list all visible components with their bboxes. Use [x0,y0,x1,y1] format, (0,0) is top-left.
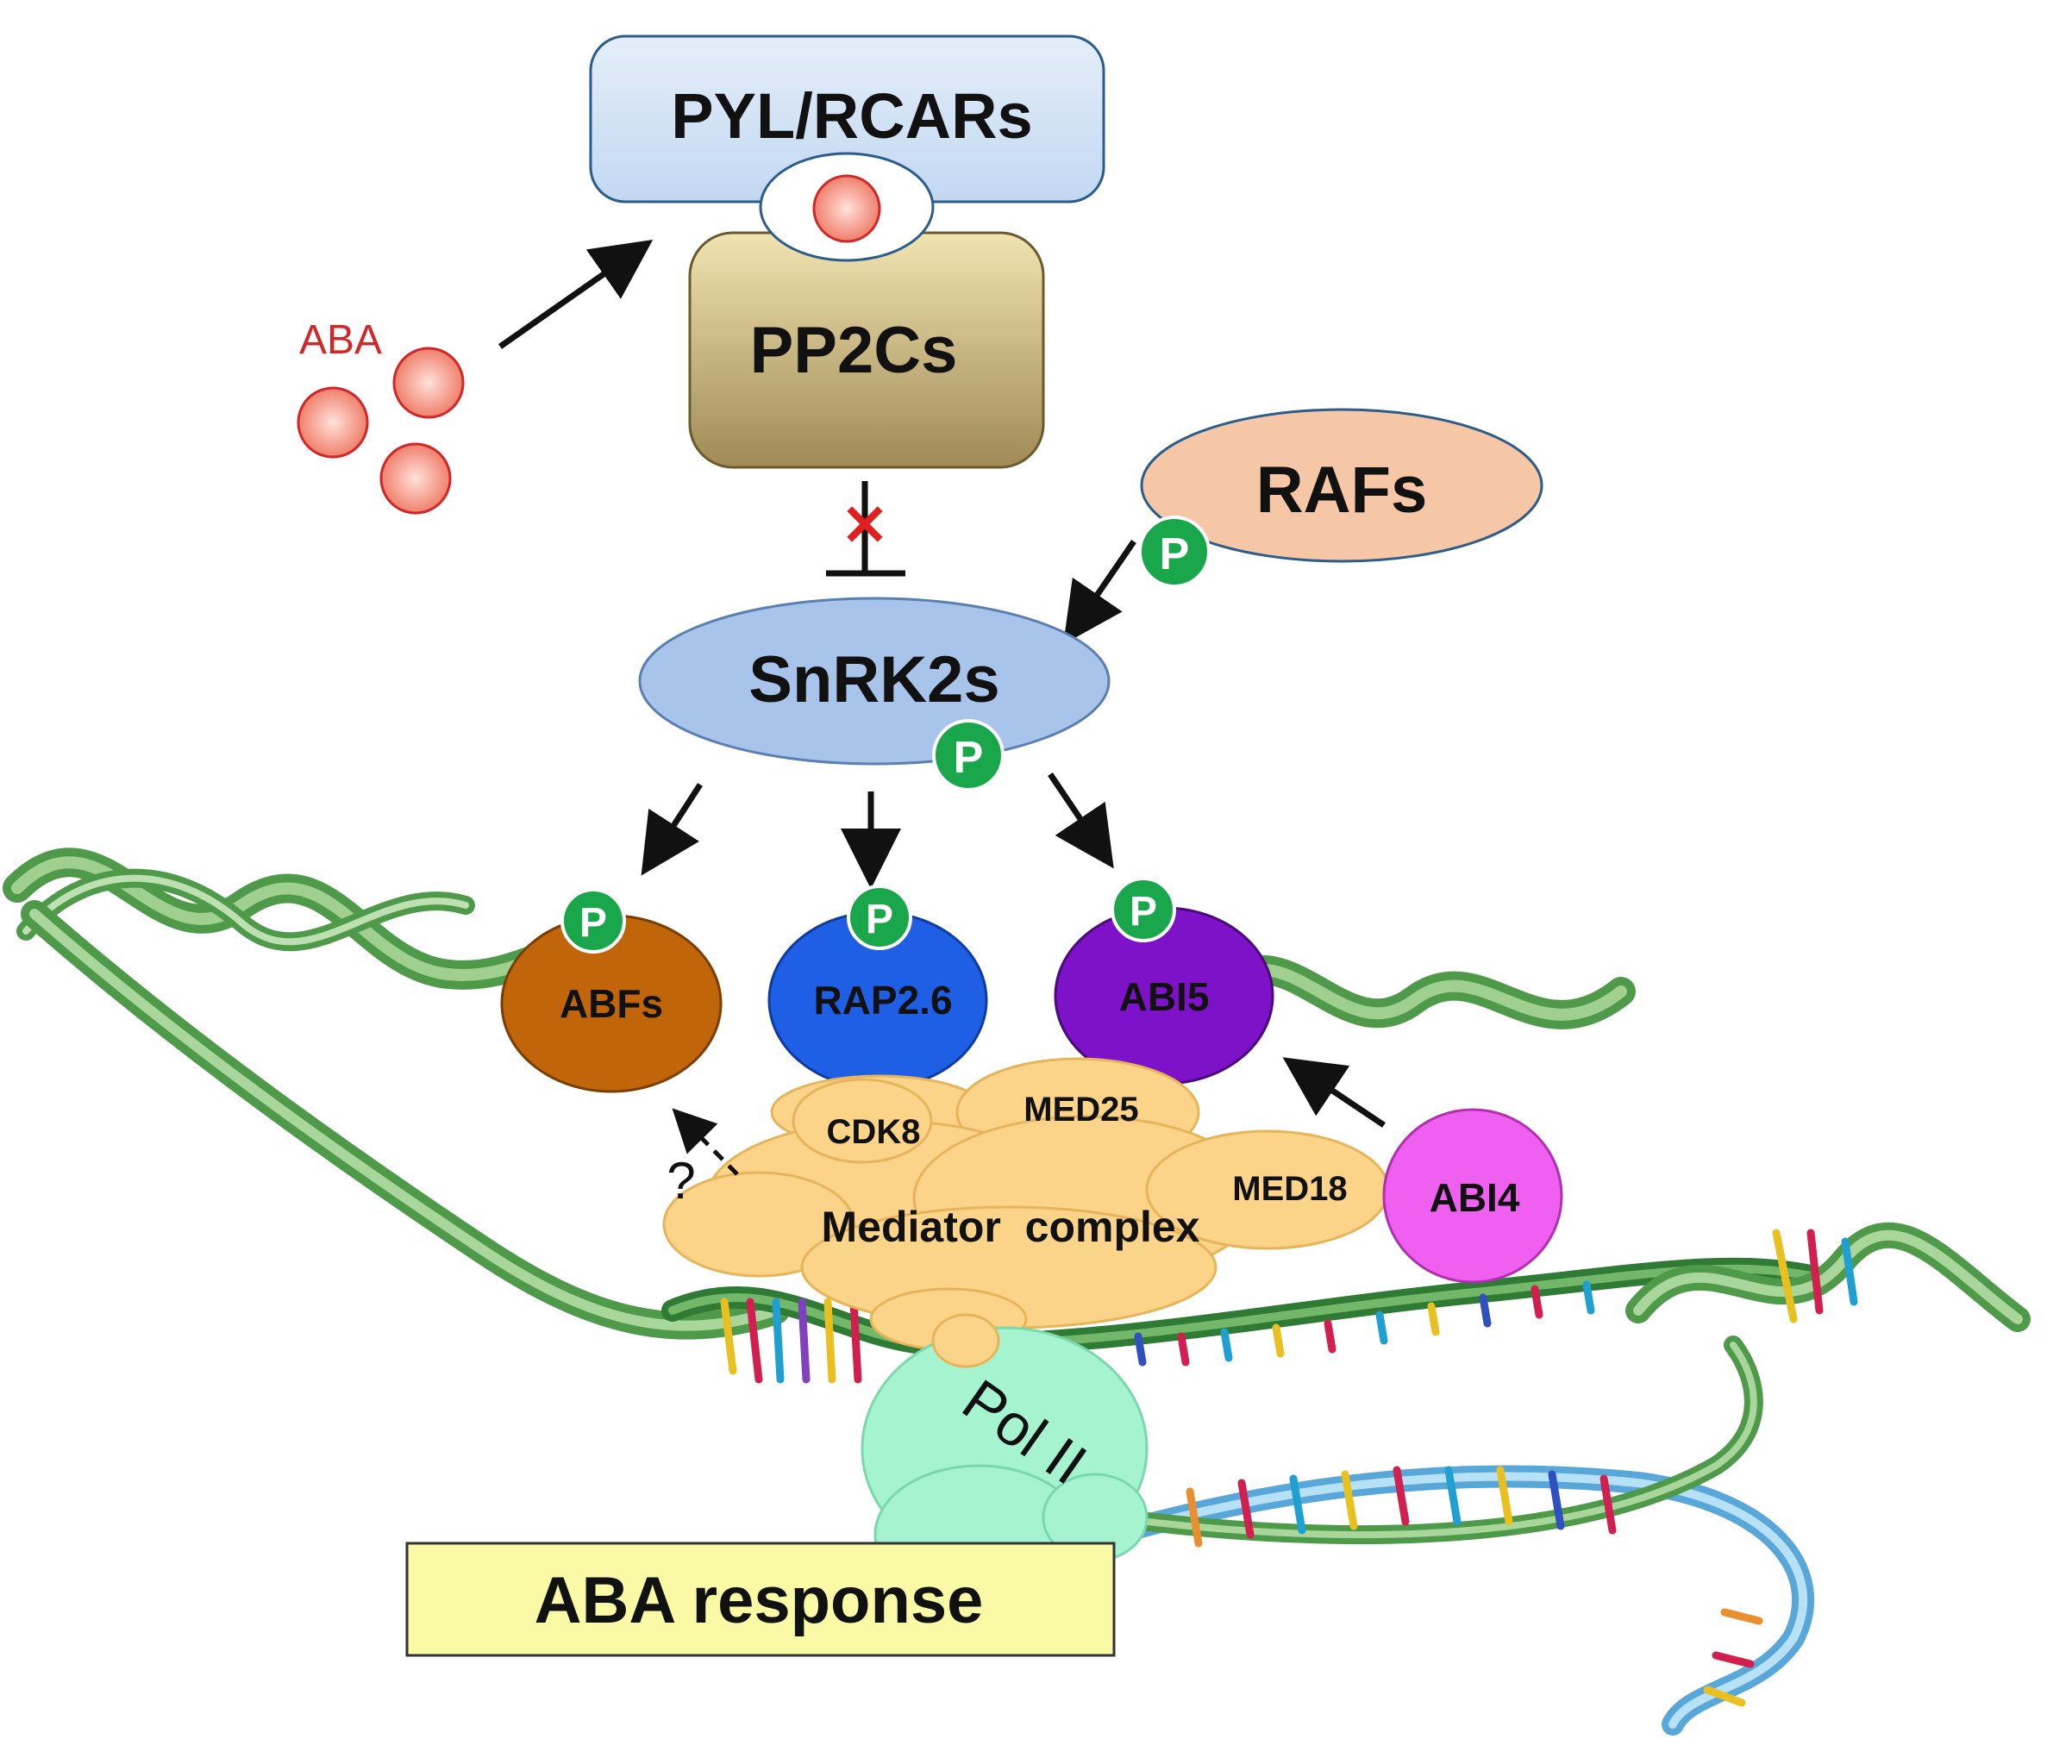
rafs-phospho-badge: P [1138,516,1211,588]
dna-helix-back [3,848,2031,1736]
rafs-node [1140,408,1543,563]
svg-text:P: P [954,733,984,783]
aba-response-box [405,1542,1116,1657]
question-mark: ? [667,1152,695,1210]
svg-text:P: P [1130,889,1157,935]
snrk2-to-abfs-arrow [641,783,703,876]
aba-to-pyl-arrow [498,239,654,349]
rafs-label: RAFs [1256,454,1427,527]
svg-text:P: P [1160,529,1190,579]
pyl-rcars-label: PYL/RCARs [671,80,1032,152]
aba-molecule-3 [379,442,452,515]
aba-molecule-2 [297,386,369,459]
aba-label: ABA [299,317,382,363]
blocked-inhibition-mark: × [840,487,891,558]
med25-label: MED25 [1023,1091,1138,1129]
aba-molecule-1 [392,347,465,419]
cdk8-label: CDK8 [827,1113,921,1151]
bound-aba-molecule [812,174,881,243]
mediator-to-abfs-dashed-arrow [672,1108,739,1176]
pp2c-inhibition-symbol [826,481,905,577]
rap2-6-label: RAP2.6 [813,978,952,1023]
mediator-complex-label: Mediator complex [822,1203,1200,1251]
med18-label: MED18 [1232,1170,1347,1208]
dna-base-pairs [720,1229,1858,1707]
mediator-complex-cloud [662,1057,1390,1351]
abfs-phospho-badge: P [560,888,626,954]
svg-text:P: P [579,900,607,946]
aba-response-label: ABA response [535,1564,984,1637]
abi4-to-abi5-arrow [1282,1057,1386,1128]
snrk2s-label: SnRK2s [748,643,999,716]
abi5-phospho-badge: P [1111,877,1176,942]
abfs-label: ABFs [560,981,663,1026]
snrk2s-phospho-badge: P [932,719,1005,791]
pol-ii-small-lobe [931,1313,1000,1368]
rafs-to-snrk2-arrow [1063,540,1136,645]
pp2cs-label: PP2Cs [750,314,958,387]
snrk2s-node [638,597,1111,766]
abi4-label: ABI4 [1430,1175,1520,1220]
svg-text:P: P [866,897,893,942]
snrk2-to-abi5-arrow [1048,773,1114,869]
abi5-label: ABI5 [1119,974,1210,1019]
rap2-6-phospho-badge: P [847,885,912,950]
abi4-node [1382,1108,1563,1284]
